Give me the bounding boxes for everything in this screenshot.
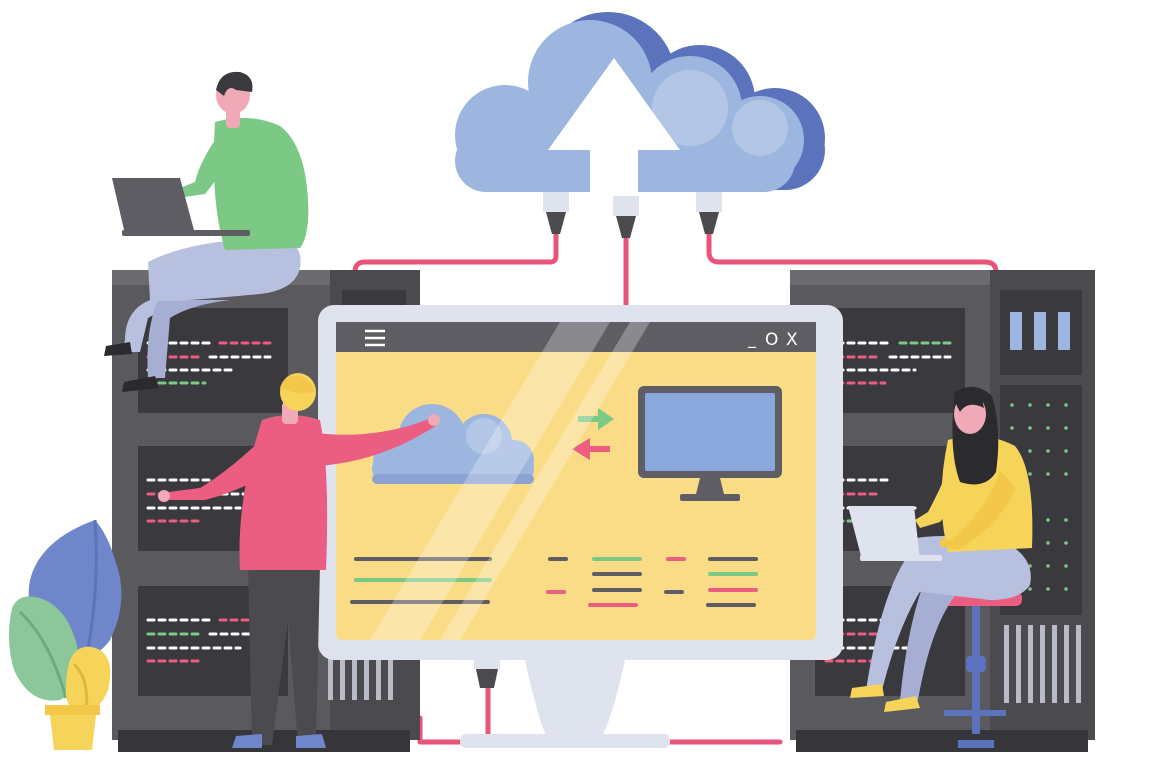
plant-icon — [8, 519, 122, 750]
cloud-highlight — [652, 70, 788, 156]
cloud-upload-icon — [455, 12, 825, 238]
close-button[interactable]: X — [786, 330, 798, 350]
laptop-icon — [848, 506, 942, 561]
rack-base — [796, 730, 1088, 752]
monitor-plug — [476, 669, 498, 688]
cloud-icon — [372, 404, 534, 484]
monitor-icon — [638, 386, 782, 501]
upload-arrow-icon — [548, 58, 680, 200]
maximize-button[interactable]: O — [765, 330, 778, 350]
seated-woman-with-laptop — [848, 386, 1033, 748]
sync-arrows-icon — [572, 408, 614, 460]
drive-bays — [1010, 312, 1070, 350]
minimize-button[interactable]: _ — [747, 329, 757, 349]
presenter-person — [158, 373, 440, 748]
cloud-connectors — [543, 192, 722, 238]
monitor-port — [474, 655, 500, 669]
text-lines — [350, 557, 492, 604]
vent-grille — [328, 652, 393, 700]
cable-left — [352, 229, 559, 293]
vent-grille — [1004, 625, 1081, 703]
monitor: _ O X — [318, 305, 843, 748]
screen-glare — [370, 322, 650, 640]
monitor-stand — [525, 660, 625, 740]
monitor-stand-base — [460, 734, 670, 748]
cable-right — [706, 229, 999, 285]
menu-icon[interactable] — [365, 329, 385, 347]
window-titlebar — [336, 322, 816, 352]
person-with-laptop-top — [104, 71, 309, 392]
cable-bottom-left — [417, 685, 491, 745]
laptop-icon — [112, 178, 250, 236]
data-table — [546, 557, 758, 607]
